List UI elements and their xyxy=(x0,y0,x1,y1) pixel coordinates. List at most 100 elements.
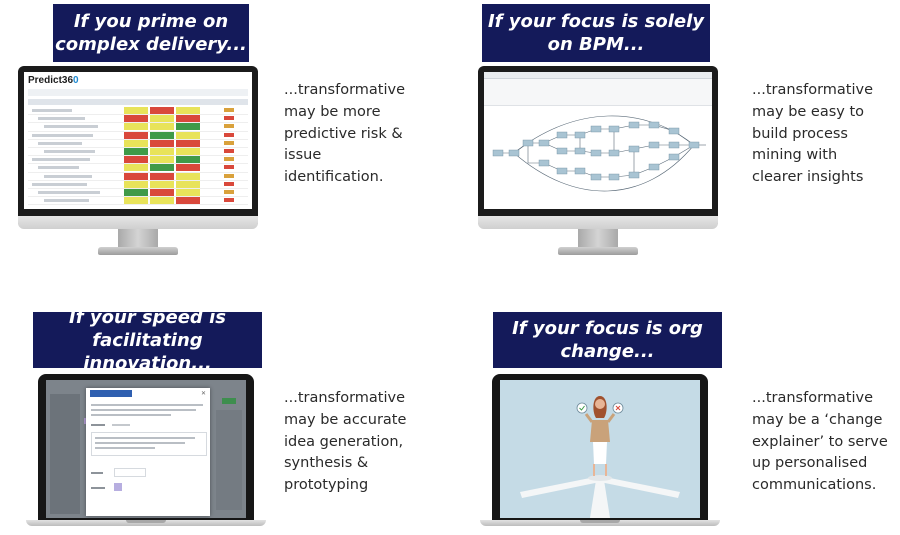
process-node xyxy=(608,173,620,181)
process-node xyxy=(556,167,568,175)
risk-cell xyxy=(176,156,200,164)
risk-cell xyxy=(124,139,148,147)
desc-line: clearer insights xyxy=(752,169,864,186)
banner-bpm: If your focus is solely on BPM... xyxy=(482,4,710,62)
process-node xyxy=(492,149,504,157)
risk-cell xyxy=(176,180,200,188)
banner-line-2: on BPM... xyxy=(547,34,645,55)
banner-org-change: If your focus is org change... xyxy=(493,312,722,368)
color-swatch[interactable] xyxy=(114,483,122,491)
row-indicator xyxy=(224,173,234,178)
monitor-stand-foot xyxy=(558,247,638,255)
risk-cell xyxy=(124,131,148,139)
risk-cell xyxy=(176,172,200,180)
banner-line-2: change... xyxy=(560,341,655,362)
desc-line: idea generation, xyxy=(284,433,404,450)
risk-cell xyxy=(150,180,174,188)
desc-line: explainer’ to serve xyxy=(752,433,888,450)
risk-cell xyxy=(150,115,174,123)
modal-title-tab xyxy=(90,390,132,397)
risk-cell xyxy=(176,123,200,131)
risk-grid-row xyxy=(28,131,248,140)
desc-line: may be accurate xyxy=(284,411,407,428)
process-flow-diagram xyxy=(492,115,706,192)
process-node xyxy=(556,131,568,139)
grid-toolbar xyxy=(28,89,248,96)
process-node xyxy=(648,141,660,149)
desc-line: may be more xyxy=(284,103,381,120)
row-indicator xyxy=(224,148,234,153)
grid-header xyxy=(28,99,248,105)
risk-grid-row xyxy=(28,164,248,173)
risk-cell xyxy=(150,197,174,205)
risk-cell xyxy=(150,147,174,155)
monitor-chin xyxy=(478,216,718,229)
risk-cell xyxy=(176,139,200,147)
laptop-notch xyxy=(580,520,620,523)
desc-line: synthesis & xyxy=(284,455,369,472)
process-node xyxy=(574,147,586,155)
desc-line: issue xyxy=(284,147,322,164)
desc-line: identification. xyxy=(284,169,384,186)
process-node xyxy=(590,125,602,133)
banner-line-2: complex delivery... xyxy=(55,34,247,55)
process-node xyxy=(538,159,550,167)
row-indicator xyxy=(224,165,234,170)
process-node xyxy=(574,167,586,175)
row-indicator xyxy=(224,108,234,112)
risk-cell xyxy=(176,164,200,172)
row-indicator xyxy=(224,181,234,186)
process-node xyxy=(648,121,660,129)
risk-cell xyxy=(150,123,174,131)
illustration-screen xyxy=(500,380,700,518)
banner-line-1: If you prime on xyxy=(73,11,229,32)
bpm-menu-bar xyxy=(484,72,712,79)
desc-line: ...transformative xyxy=(752,390,874,406)
desc-line: prototyping xyxy=(284,477,369,494)
desc-line: ...transformative xyxy=(752,82,874,98)
desc-line: may be easy to xyxy=(752,103,865,120)
predict360-logo: Predict360 xyxy=(28,75,79,86)
row-indicator xyxy=(224,189,234,194)
risk-cell xyxy=(150,107,174,114)
risk-grid-row xyxy=(28,197,248,206)
process-node xyxy=(522,139,534,147)
row-indicator xyxy=(224,198,234,203)
process-node xyxy=(668,141,680,149)
change-illustration xyxy=(500,380,700,518)
row-indicator xyxy=(224,157,234,162)
risk-cell xyxy=(176,147,200,155)
process-map-screen xyxy=(484,72,712,209)
risk-grid-rows xyxy=(28,107,248,206)
row-indicator xyxy=(224,116,234,121)
laptop-notch xyxy=(126,520,166,523)
process-node xyxy=(590,149,602,157)
idea-app-screen: ✕ xyxy=(46,380,246,518)
risk-cell xyxy=(124,172,148,180)
desc-line: build process xyxy=(752,125,848,142)
process-node xyxy=(668,127,680,135)
process-node xyxy=(628,171,640,179)
risk-cell xyxy=(176,197,200,205)
risk-grid-row xyxy=(28,180,248,189)
banner-line-1: If your speed is xyxy=(69,306,226,328)
risk-grid-row xyxy=(28,139,248,148)
close-icon[interactable]: ✕ xyxy=(200,391,206,397)
risk-cell xyxy=(124,147,148,155)
description-bpm: ...transformative may be easy to build p… xyxy=(752,80,873,189)
description-complex-delivery: ...transformative may be more predictive… xyxy=(284,80,405,189)
risk-cell xyxy=(124,107,148,114)
risk-cell xyxy=(150,156,174,164)
row-indicator xyxy=(224,132,234,137)
risk-cell xyxy=(124,123,148,131)
process-node xyxy=(538,139,550,147)
risk-cell xyxy=(176,188,200,196)
risk-cell xyxy=(124,164,148,172)
idea-text-field[interactable] xyxy=(91,432,207,456)
status-select[interactable] xyxy=(114,468,146,477)
risk-grid-screen: Predict360 xyxy=(24,72,252,209)
person-at-crossroads-illustration xyxy=(520,396,680,518)
banner-complex-delivery: If you prime on complex delivery... xyxy=(53,4,249,62)
desktop-monitor-bpm xyxy=(478,66,718,256)
laptop-change-explainer xyxy=(480,374,720,526)
